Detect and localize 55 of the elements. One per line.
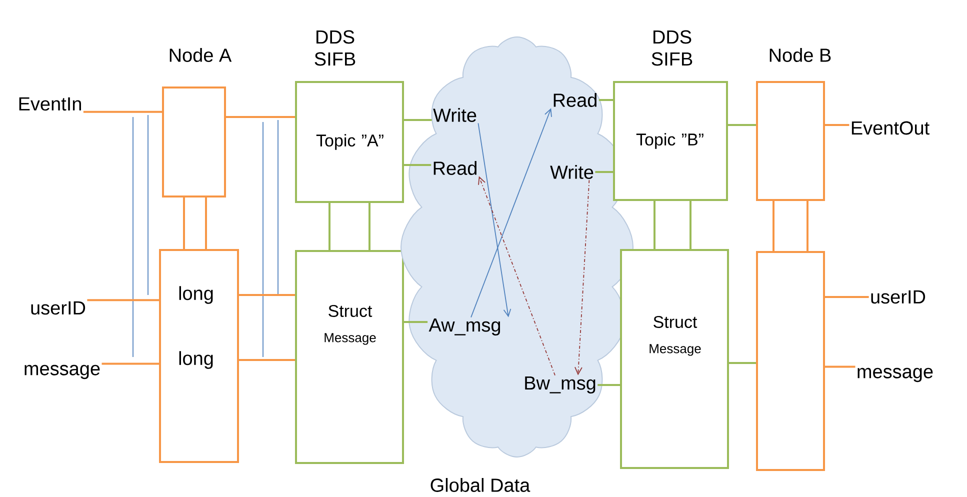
block-heading: DDS SIFB <box>314 30 356 66</box>
block-label: Message <box>650 344 701 356</box>
signal-label: EventIn <box>19 97 81 111</box>
port-label: Write <box>433 108 476 122</box>
port-label: Write <box>550 165 594 179</box>
signal-label: EventOut <box>852 121 930 135</box>
connector-line <box>825 124 850 126</box>
signal-label: message <box>24 364 100 380</box>
block-heading: Node A <box>170 48 232 62</box>
function-block-box <box>756 250 825 471</box>
signal-label: userID <box>871 290 926 304</box>
port-label: Bw_msg <box>525 376 596 394</box>
connector-line <box>102 362 159 365</box>
connector-line <box>825 296 869 298</box>
connector-line <box>87 299 159 302</box>
port-label: long <box>179 351 213 369</box>
connector-line <box>772 201 774 251</box>
connector-line <box>654 201 656 249</box>
connector-line <box>598 384 620 386</box>
arrow <box>478 122 512 318</box>
block-label: Struct <box>328 304 372 317</box>
connector-line <box>825 366 856 368</box>
connector-line <box>368 203 370 250</box>
connector-line <box>239 294 295 296</box>
connector-line <box>239 358 295 361</box>
block-label: Topic ”B” <box>636 133 704 149</box>
arrow <box>574 180 590 376</box>
block-heading: Node B <box>770 48 831 62</box>
connector-line <box>806 201 808 251</box>
block-label: Struct <box>654 316 698 328</box>
block-label: Message <box>324 333 376 345</box>
port-label: Read <box>434 161 476 175</box>
arrow <box>478 176 556 376</box>
block-label: Topic ”A” <box>316 134 384 150</box>
connector-line <box>226 116 295 118</box>
connector-line <box>205 197 207 249</box>
connector-line <box>598 99 613 101</box>
connector-line <box>595 171 613 173</box>
port-label: long <box>179 286 213 304</box>
block-heading: DDS SIFB <box>652 30 692 66</box>
connector-line <box>728 124 756 126</box>
connector-line <box>183 197 185 249</box>
port-label: Read <box>554 93 596 107</box>
signal-label: message <box>858 368 933 382</box>
port-label: Aw_msg <box>428 318 500 336</box>
connector-line <box>328 203 330 250</box>
arrow <box>470 108 552 318</box>
connector-line <box>729 362 756 364</box>
connector-line <box>404 119 432 121</box>
connector-line <box>690 201 692 249</box>
connector-line <box>404 321 428 323</box>
connector-line <box>83 110 162 113</box>
connector-line <box>404 164 432 166</box>
cloud-caption: Global Data <box>430 478 530 492</box>
signal-label: userID <box>31 301 86 315</box>
